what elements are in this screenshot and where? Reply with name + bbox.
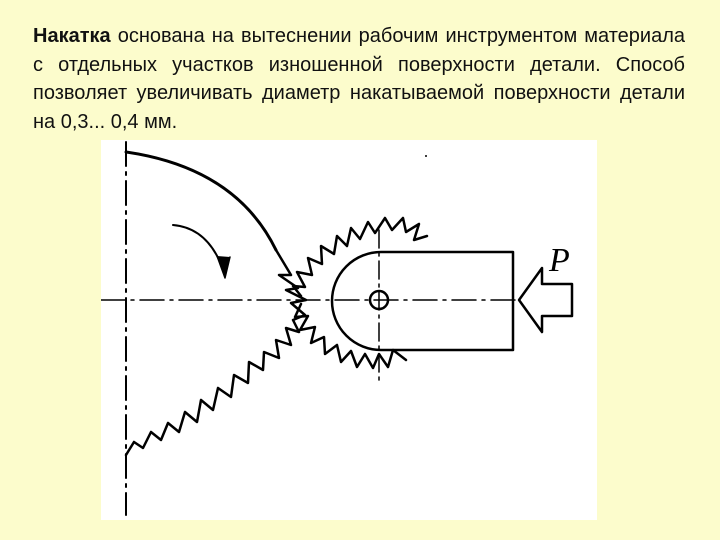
tool-holder <box>330 250 515 352</box>
workpiece-smooth-surface <box>124 150 278 252</box>
term-heading: Накатка <box>33 25 111 47</box>
knurling-tool-teeth <box>291 216 429 298</box>
description-text: основана на вытеснении рабочим инструмен… <box>33 25 685 133</box>
knurling-tool-teeth-lower <box>293 302 408 370</box>
force-label: P <box>548 242 570 279</box>
rotation-arrow-icon <box>172 224 231 279</box>
workpiece-knurled-surface <box>124 248 308 457</box>
description-paragraph: Накатка основана на вытеснении рабочим и… <box>33 22 685 136</box>
tool-axle <box>368 289 390 311</box>
force-arrow-icon <box>517 266 574 334</box>
knurling-diagram: P <box>101 140 597 520</box>
